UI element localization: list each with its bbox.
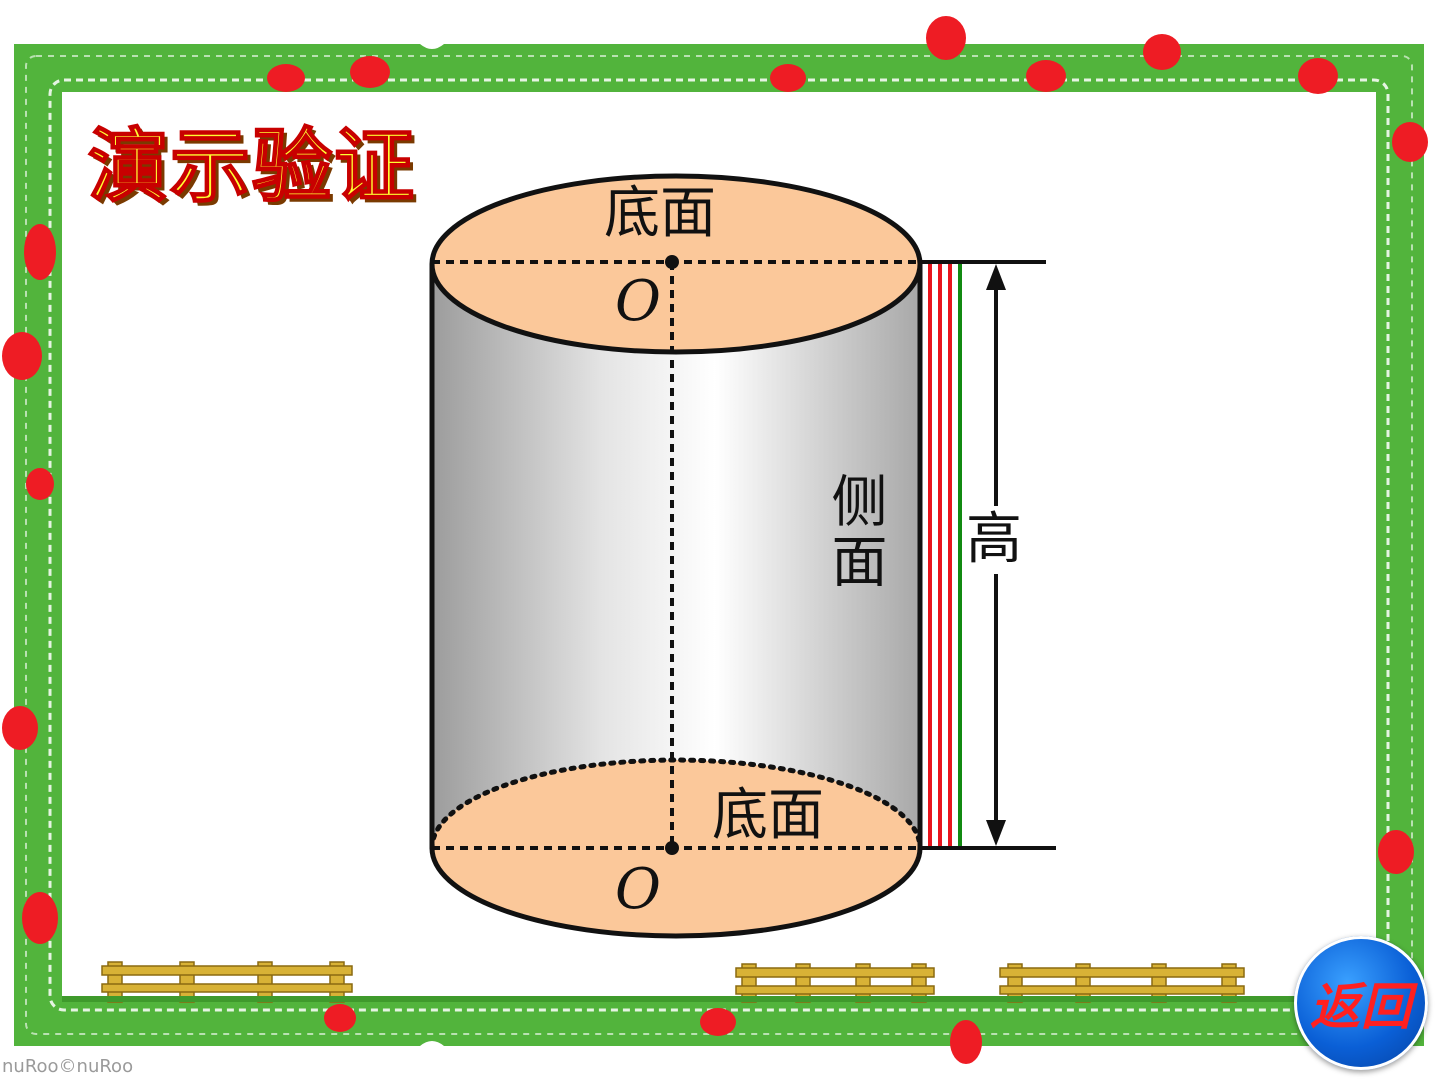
height-arrow-bottom [986, 820, 1006, 846]
return-button[interactable]: 返回 [1294, 936, 1428, 1070]
height-strip [928, 262, 962, 848]
height-label: 高 [966, 506, 1022, 574]
cylinder-bottom-base-front-edge [429, 847, 923, 939]
cylinder-lateral-surface [432, 264, 920, 936]
decorative-fences [101, 961, 1245, 1003]
cylinder-bottom-base-back-edge [429, 757, 923, 851]
bottom-base-label: 底面 [712, 783, 824, 848]
watermark: nuRoo©nuRoo [2, 1056, 134, 1077]
slide-title: 演示验证 [87, 118, 416, 214]
top-center-point [665, 255, 679, 269]
top-center-label: O [615, 269, 661, 334]
lateral-surface-label: 侧面 [822, 472, 887, 592]
top-base-label: 底面 [604, 181, 716, 246]
bottom-center-label: O [615, 857, 661, 922]
decorative-grass [62, 996, 1376, 1002]
cylinder-diagram [429, 173, 923, 939]
height-arrow-top [986, 264, 1006, 290]
bottom-center-point [665, 841, 679, 855]
return-button-label: 返回 [1310, 977, 1412, 1036]
decorative-red-dots [2, 16, 1428, 1064]
